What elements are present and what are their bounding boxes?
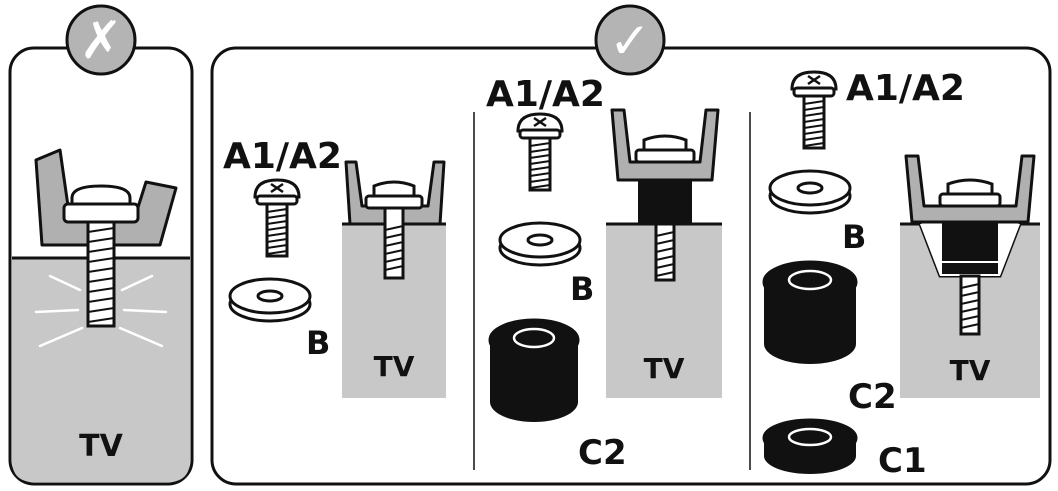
incorrect-badge bbox=[65, 4, 137, 76]
bracket bbox=[904, 154, 1036, 224]
washer bbox=[768, 169, 852, 215]
spacer-c2 bbox=[762, 260, 858, 364]
damage-lines bbox=[34, 274, 168, 348]
tv-surface bbox=[12, 258, 190, 482]
screw-label: A1/A2 bbox=[486, 74, 605, 115]
washer bbox=[228, 277, 312, 323]
column-2: A1/A2 B C2 TV bbox=[486, 74, 722, 473]
right-panel: A1/A2 B TV A1/A2 B C2 bbox=[210, 4, 1052, 486]
washer-label: B bbox=[570, 270, 594, 308]
spacer-label: C2 bbox=[578, 433, 627, 473]
check-icon: ✓ bbox=[609, 12, 651, 70]
spacer-c2 bbox=[488, 318, 580, 422]
tv-label: TV bbox=[374, 350, 415, 383]
screw-label: A1/A2 bbox=[846, 68, 965, 109]
column-1: A1/A2 B TV bbox=[223, 136, 446, 398]
spacer-installed bbox=[942, 214, 998, 274]
wrong-panel: TV ✗ bbox=[8, 4, 194, 486]
spacer-large-label: C2 bbox=[848, 377, 897, 417]
spacer-c1 bbox=[762, 418, 858, 474]
tv-label: TV bbox=[644, 352, 685, 385]
washer-label: B bbox=[306, 324, 330, 362]
cross-icon: ✗ bbox=[79, 11, 123, 71]
spacer-installed bbox=[638, 178, 692, 224]
screw-label: A1/A2 bbox=[223, 136, 342, 177]
tv-label: TV bbox=[950, 354, 991, 387]
column-3: A1/A2 B C2 C1 bbox=[762, 68, 1040, 481]
spacer-small-label: C1 bbox=[878, 441, 927, 481]
correct-badge bbox=[594, 4, 666, 76]
washer bbox=[498, 221, 582, 267]
tv-label: TV bbox=[79, 429, 123, 464]
washer-label: B bbox=[842, 218, 866, 256]
